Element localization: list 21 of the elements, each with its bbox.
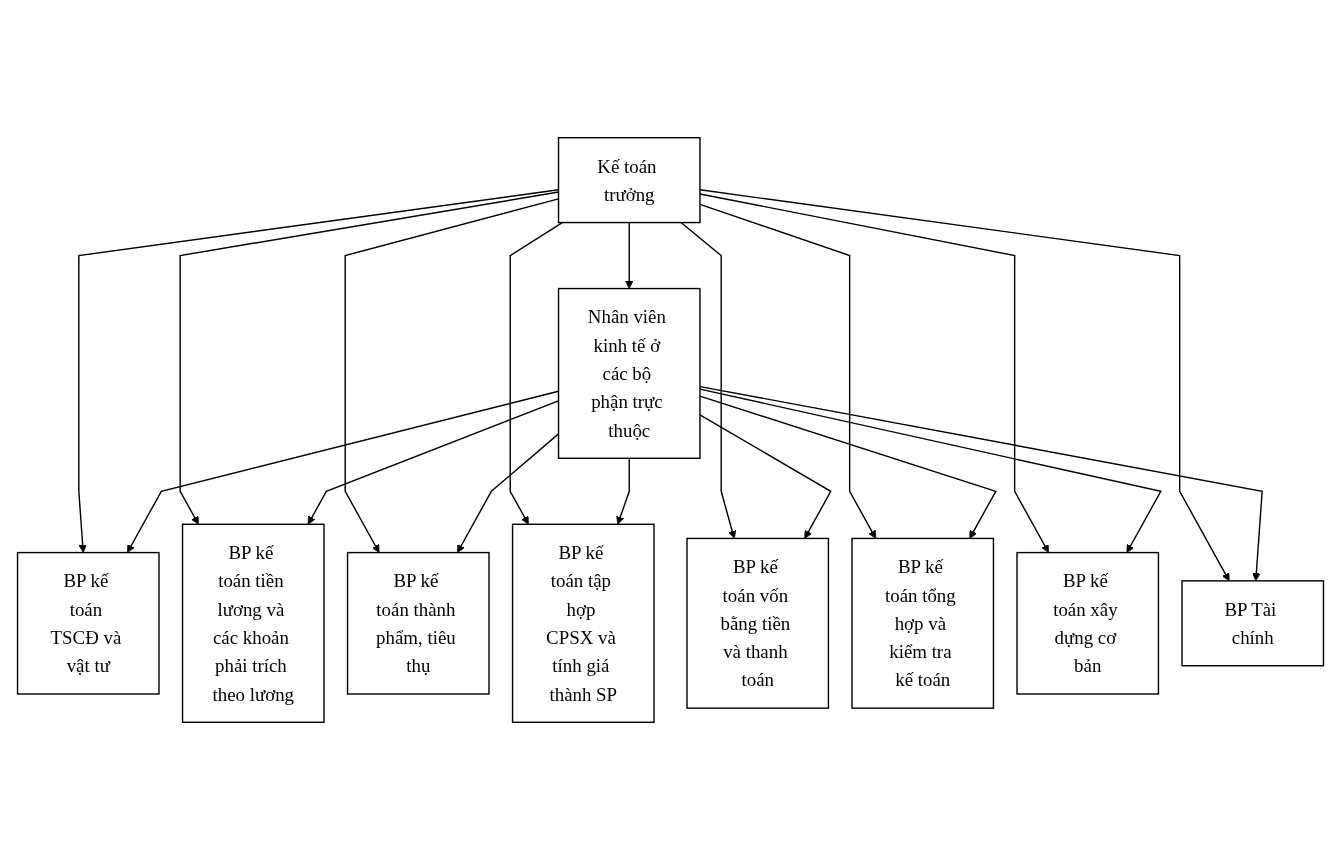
- node-box: BP kế toán thành phẩm, tiêu thụ: [346, 551, 490, 695]
- node-box: BP kế toán vốn bằng tiền và thanh toán: [686, 537, 830, 709]
- node-box: BP kế toán tập hợp CPSX và tính giá thành SP: [511, 523, 655, 723]
- arrow: [699, 193, 1049, 553]
- node-box: Nhân viên kinh tế ở các bộ phận trực thuộc: [557, 287, 701, 459]
- node-box: BP kế toán xây dựng cơ bản: [1016, 551, 1160, 695]
- node-box: BP kế toán tổng hợp và kiểm tra kế toán: [851, 537, 995, 709]
- arrow: [699, 385, 1263, 582]
- arrow: [680, 221, 737, 539]
- arrow: [699, 414, 832, 539]
- arrow: [699, 395, 997, 539]
- node-box: BP kế toán tiền lương và các khoản phải trích theo lương: [181, 523, 325, 723]
- arrow: [616, 457, 630, 525]
- node-box: BP kế toán TSCĐ và vật tư: [16, 551, 160, 695]
- node-box: BP Tài chính: [1181, 580, 1325, 667]
- arrow: [509, 221, 563, 525]
- node-box: Kế toán trưởng: [557, 137, 701, 224]
- arrow: [699, 388, 1162, 553]
- arrow: [625, 221, 634, 289]
- arrow: [699, 189, 1230, 582]
- arrow: [699, 203, 877, 539]
